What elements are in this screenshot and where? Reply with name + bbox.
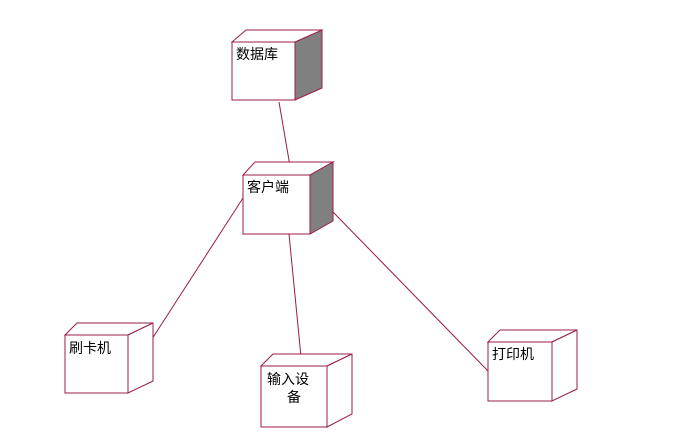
node-input-device-label-line2: 备 (287, 389, 301, 406)
node-input-device-front (260, 365, 328, 428)
node-database[interactable]: 数据库 (230, 29, 324, 101)
node-input-device-side (326, 353, 353, 428)
node-printer-label: 打印机 (492, 346, 534, 363)
node-input-device-label-line1: 输入设 (267, 372, 309, 388)
node-card-reader-side (127, 322, 154, 394)
node-client[interactable]: 客户端 (241, 161, 335, 235)
node-database-label: 数据库 (236, 47, 278, 63)
node-input-device[interactable]: 输入设 备 (259, 353, 353, 428)
node-client-side (309, 161, 334, 235)
node-database-side (294, 29, 323, 101)
connections (140, 101, 489, 372)
node-database-front (231, 41, 296, 101)
node-printer[interactable]: 打印机 (486, 329, 578, 402)
node-card-reader-front (64, 334, 129, 394)
node-client-label: 客户端 (247, 179, 289, 196)
node-client-front (242, 174, 311, 235)
node-printer-side (551, 329, 578, 402)
edge-client-input-device (288, 233, 303, 368)
edge-client-printer (332, 211, 489, 372)
node-printer-front (487, 341, 553, 402)
node-card-reader-label: 刷卡机 (69, 341, 111, 357)
edge-client-card-reader (140, 197, 244, 357)
node-card-reader[interactable]: 刷卡机 (63, 322, 154, 394)
edge-database-client (278, 101, 292, 173)
